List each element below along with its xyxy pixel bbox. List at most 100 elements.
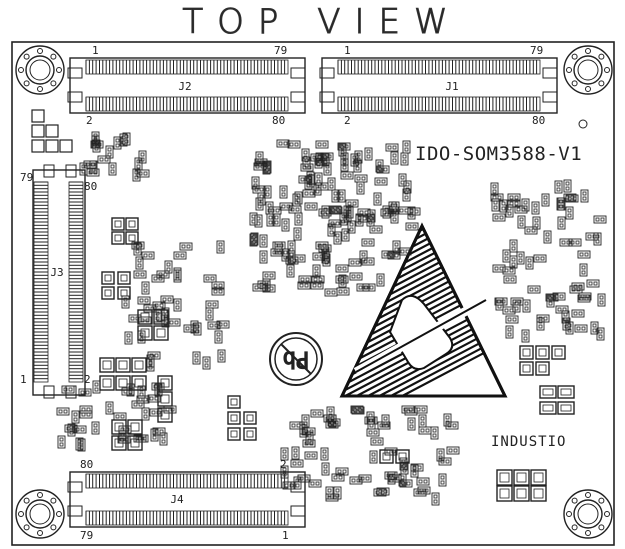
mounting-hole-top-right xyxy=(563,45,613,95)
smd-outline xyxy=(335,467,349,476)
smd-pad xyxy=(592,323,597,328)
smd-pad xyxy=(259,194,264,199)
smd-pad xyxy=(400,175,405,180)
smd-pad xyxy=(104,157,109,162)
smd-pad xyxy=(79,445,84,450)
smd-pad xyxy=(259,282,264,287)
inductor-component xyxy=(243,411,257,425)
inductor-inner xyxy=(538,364,547,373)
connector-pin-row-frame xyxy=(33,181,49,383)
inductor-component xyxy=(227,427,241,441)
smd-pad xyxy=(311,204,316,209)
smd-pad xyxy=(355,166,360,171)
smd-pad xyxy=(169,320,174,325)
smd-pad xyxy=(327,493,332,498)
smd-pad xyxy=(357,407,362,412)
smd-component xyxy=(345,205,354,219)
connector-j2-notch-left xyxy=(67,67,83,79)
smd-outline xyxy=(249,233,258,247)
smd-pad xyxy=(274,243,279,248)
smd-outline xyxy=(403,180,412,194)
smd-component xyxy=(294,212,303,226)
smd-component xyxy=(521,329,530,343)
smd-component xyxy=(335,264,349,273)
smd-pad xyxy=(218,322,223,327)
smd-outline xyxy=(294,191,303,205)
connector-j4-pin-1: 1 xyxy=(282,529,289,542)
smd-pad xyxy=(81,407,86,412)
smd-component xyxy=(108,162,117,176)
smd-component xyxy=(579,263,588,277)
smd-pad xyxy=(379,423,384,428)
smd-pad xyxy=(316,174,321,179)
smd-pad xyxy=(576,287,581,292)
capacitor-component xyxy=(31,139,45,153)
smd-pad xyxy=(377,439,382,444)
mounting-hole-via xyxy=(566,511,572,517)
smd-component xyxy=(328,219,342,228)
inductor-component xyxy=(101,286,115,300)
inductor-inner xyxy=(522,348,531,357)
smd-pad xyxy=(289,257,294,262)
smd-component xyxy=(149,408,163,417)
inductor-component xyxy=(101,271,115,285)
smd-pad xyxy=(383,416,388,421)
smd-pad xyxy=(268,220,273,225)
smd-pad xyxy=(363,259,368,264)
smd-component xyxy=(597,293,606,307)
smd-pad xyxy=(494,215,499,220)
inductor-inner xyxy=(560,404,572,412)
smd-pad xyxy=(420,490,425,495)
smd-pad xyxy=(295,229,300,234)
smd-outline xyxy=(331,189,340,203)
connector-pin-row-frame xyxy=(337,59,541,75)
smd-pad xyxy=(402,468,407,473)
connector-j4-notch-right-b xyxy=(290,505,306,517)
smd-pad xyxy=(94,141,99,146)
smd-pad xyxy=(218,242,223,247)
smd-pad xyxy=(252,239,257,244)
smd-outline xyxy=(312,264,321,278)
connector-j1-notch-right-b xyxy=(542,91,558,103)
smd-component xyxy=(78,388,92,397)
smd-pad xyxy=(342,159,347,164)
mounting-hole-via xyxy=(585,530,591,536)
smd-pad xyxy=(320,246,325,251)
smd-outline xyxy=(134,157,143,171)
smd-pad xyxy=(595,217,600,222)
smd-pad xyxy=(581,270,586,275)
smd-outline xyxy=(190,320,199,334)
smd-component xyxy=(250,232,259,246)
smd-pad xyxy=(339,196,344,201)
smd-outline xyxy=(388,201,397,215)
inductor-component xyxy=(513,485,530,502)
connector-j3-pins-right xyxy=(68,181,84,383)
smd-component xyxy=(569,285,583,294)
smd-component xyxy=(373,192,382,206)
smd-pad xyxy=(358,285,363,290)
smd-pad xyxy=(585,294,590,299)
smd-pad xyxy=(352,160,357,165)
smd-component xyxy=(533,254,547,263)
smd-pad xyxy=(274,220,279,225)
inductor-inner xyxy=(499,488,510,499)
smd-component xyxy=(192,351,201,365)
smd-pad xyxy=(308,181,313,186)
smd-component xyxy=(321,248,330,262)
smd-outline xyxy=(333,231,342,245)
smd-outline xyxy=(335,264,349,273)
smd-component xyxy=(113,136,122,150)
smd-outline xyxy=(509,239,518,253)
mounting-hole-via xyxy=(23,524,30,531)
smd-outline xyxy=(410,464,419,478)
smd-outline xyxy=(302,156,311,170)
smd-outline xyxy=(527,285,541,294)
smd-outline xyxy=(443,413,452,427)
mounting-hole-via xyxy=(571,497,578,504)
smd-outline xyxy=(533,254,547,263)
smd-pad xyxy=(110,169,115,174)
smd-outline xyxy=(173,269,182,283)
inductor-inner xyxy=(134,360,144,370)
connector-j2-pin-1: 1 xyxy=(92,44,99,57)
inductor-inner xyxy=(140,312,150,322)
